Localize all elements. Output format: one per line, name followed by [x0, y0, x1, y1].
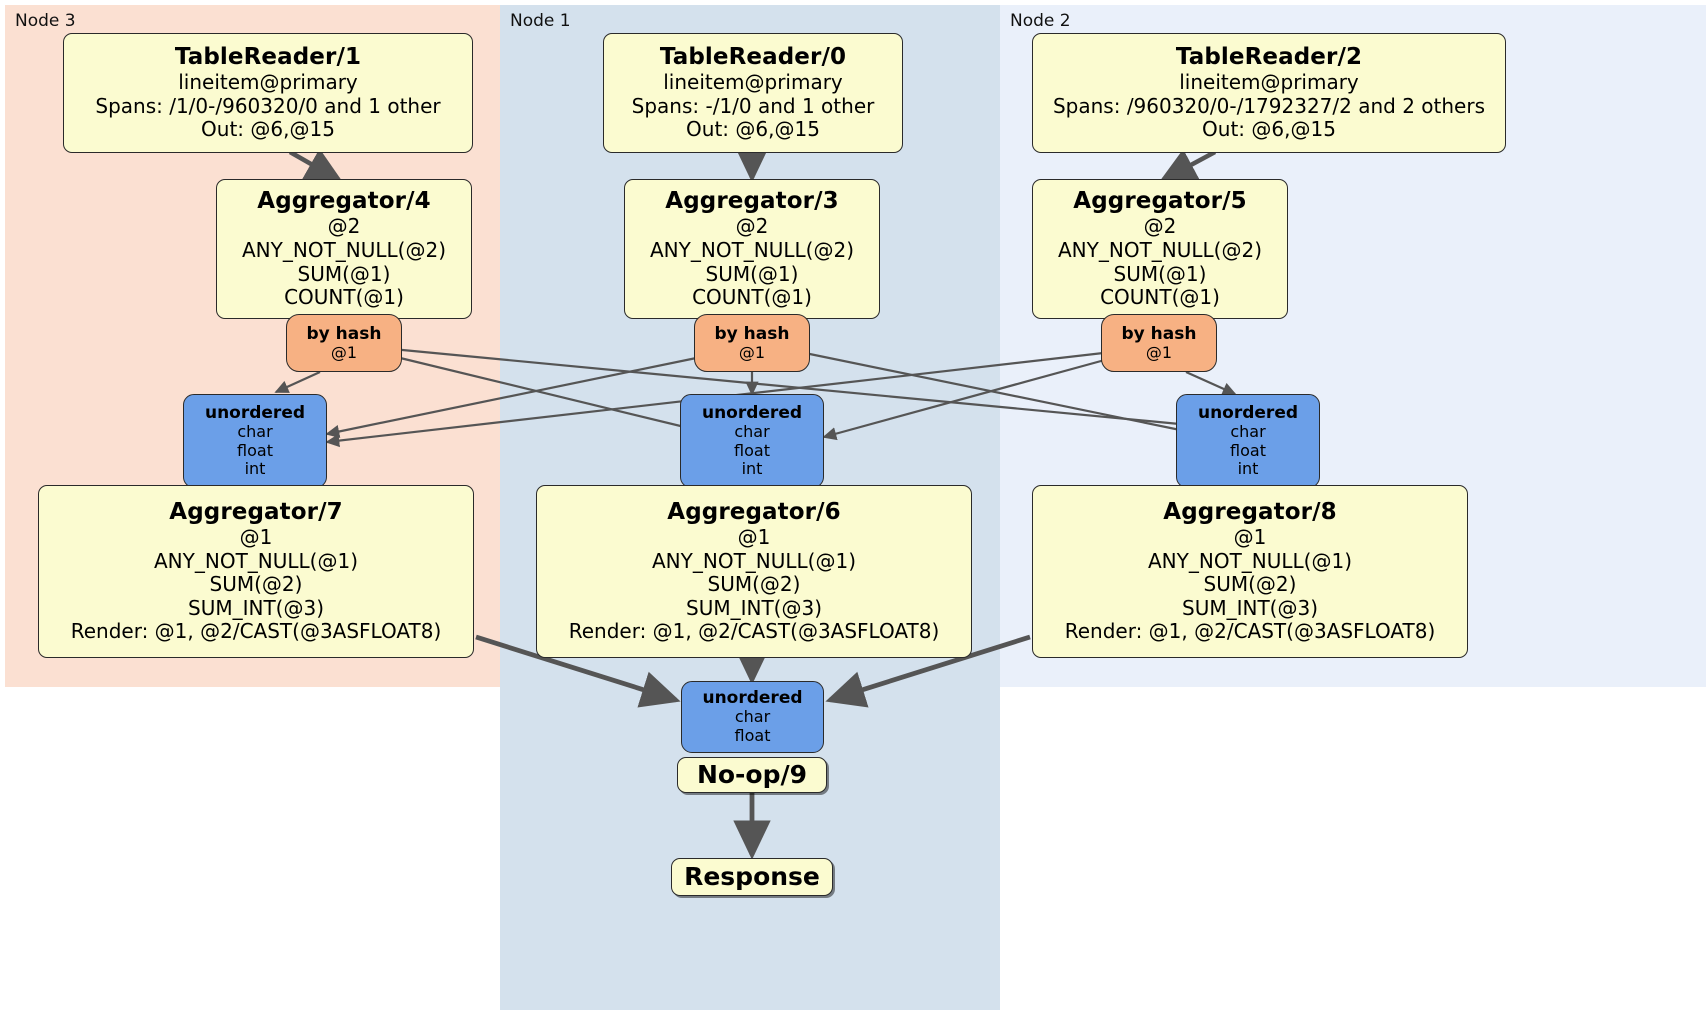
processor-groupcols: @2 — [327, 214, 361, 239]
processor-aggfunc: SUM(@1) — [1113, 261, 1207, 286]
processor-render: Render: @1, @2/CAST(@3ASFLOAT8) — [1064, 619, 1436, 644]
processor-title: Aggregator/4 — [257, 188, 431, 215]
processor-spans: Spans: /1/0-/960320/0 and 1 other — [95, 93, 441, 118]
router-title: unordered — [702, 688, 803, 709]
router-title: unordered — [1197, 402, 1299, 423]
router-unordered-right[interactable]: unordered char float int — [1176, 394, 1320, 488]
processor-out: Out: @6,@15 — [201, 117, 335, 142]
processor-aggfunc: ANY_NOT_NULL(@2) — [650, 237, 854, 262]
router-type: float — [734, 726, 771, 746]
processor-title: TableReader/0 — [659, 44, 847, 71]
processor-aggfunc: ANY_NOT_NULL(@1) — [1148, 548, 1352, 573]
processor-title: Aggregator/5 — [1073, 188, 1247, 215]
processor-aggfunc: ANY_NOT_NULL(@2) — [242, 237, 446, 262]
router-title: by hash — [714, 323, 790, 344]
processor-title: Aggregator/8 — [1163, 498, 1337, 525]
router-type: char — [734, 707, 771, 727]
processor-groupcols: @2 — [1143, 214, 1177, 239]
router-by-hash-center[interactable]: by hash @1 — [694, 314, 810, 372]
processor-tablereader-2[interactable]: TableReader/2 lineitem@primary Spans: /9… — [1032, 33, 1506, 153]
processor-response[interactable]: Response — [671, 858, 833, 896]
processor-aggfunc: COUNT(@1) — [692, 285, 812, 310]
router-type: char — [734, 421, 770, 441]
processor-aggfunc: SUM_INT(@3) — [188, 595, 324, 620]
router-type: int — [741, 459, 763, 479]
processor-aggregator-3[interactable]: Aggregator/3 @2 ANY_NOT_NULL(@2) SUM(@1)… — [624, 179, 880, 319]
processor-aggregator-5[interactable]: Aggregator/5 @2 ANY_NOT_NULL(@2) SUM(@1)… — [1032, 179, 1288, 319]
router-type: int — [1237, 459, 1259, 479]
router-unordered-final[interactable]: unordered char float — [681, 681, 824, 753]
processor-title: TableReader/2 — [1175, 44, 1363, 71]
router-title: unordered — [204, 402, 306, 423]
processor-out: Out: @6,@15 — [1202, 117, 1336, 142]
router-type: float — [1230, 440, 1266, 460]
processor-aggfunc: SUM_INT(@3) — [1182, 595, 1318, 620]
processor-aggregator-7[interactable]: Aggregator/7 @1 ANY_NOT_NULL(@1) SUM(@2)… — [38, 485, 474, 658]
processor-aggregator-4[interactable]: Aggregator/4 @2 ANY_NOT_NULL(@2) SUM(@1)… — [216, 179, 472, 319]
router-type: char — [237, 421, 273, 441]
router-type: int — [244, 459, 266, 479]
node-panel-label-node1: Node 1 — [510, 11, 571, 31]
processor-aggfunc: SUM(@2) — [707, 572, 801, 597]
router-unordered-center[interactable]: unordered char float int — [680, 394, 824, 488]
processor-aggfunc: SUM(@1) — [297, 261, 391, 286]
processor-aggfunc: SUM(@2) — [1203, 572, 1297, 597]
processor-aggfunc: ANY_NOT_NULL(@1) — [154, 548, 358, 573]
processor-render: Render: @1, @2/CAST(@3ASFLOAT8) — [568, 619, 940, 644]
processor-title: Aggregator/6 — [667, 498, 841, 525]
processor-tablereader-1[interactable]: TableReader/1 lineitem@primary Spans: /1… — [63, 33, 473, 153]
processor-aggfunc: SUM(@1) — [705, 261, 799, 286]
router-title: by hash — [1121, 323, 1197, 344]
processor-spans: Spans: -/1/0 and 1 other — [631, 93, 875, 118]
router-column: @1 — [738, 342, 766, 362]
processor-aggfunc: SUM_INT(@3) — [686, 595, 822, 620]
processor-title: TableReader/1 — [174, 44, 362, 71]
processor-table: lineitem@primary — [663, 70, 843, 95]
router-title: unordered — [701, 402, 803, 423]
processor-title: Response — [684, 862, 820, 892]
node-panel-label-node3: Node 3 — [15, 11, 76, 31]
processor-groupcols: @1 — [1233, 525, 1267, 550]
processor-title: Aggregator/7 — [169, 498, 343, 525]
processor-aggfunc: COUNT(@1) — [1100, 285, 1220, 310]
processor-aggfunc: ANY_NOT_NULL(@2) — [1058, 237, 1262, 262]
router-column: @1 — [330, 342, 358, 362]
processor-table: lineitem@primary — [1179, 70, 1359, 95]
router-by-hash-left[interactable]: by hash @1 — [286, 314, 402, 372]
router-title: by hash — [306, 323, 382, 344]
processor-out: Out: @6,@15 — [686, 117, 820, 142]
processor-aggfunc: ANY_NOT_NULL(@1) — [652, 548, 856, 573]
processor-render: Render: @1, @2/CAST(@3ASFLOAT8) — [70, 619, 442, 644]
processor-tablereader-0[interactable]: TableReader/0 lineitem@primary Spans: -/… — [603, 33, 903, 153]
processor-groupcols: @1 — [239, 525, 273, 550]
node-panel-label-node2: Node 2 — [1010, 11, 1071, 31]
processor-groupcols: @1 — [737, 525, 771, 550]
processor-table: lineitem@primary — [178, 70, 358, 95]
router-unordered-left[interactable]: unordered char float int — [183, 394, 327, 488]
processor-noop-9[interactable]: No-op/9 — [677, 757, 827, 793]
processor-aggfunc: SUM(@2) — [209, 572, 303, 597]
processor-aggregator-6[interactable]: Aggregator/6 @1 ANY_NOT_NULL(@1) SUM(@2)… — [536, 485, 972, 658]
processor-groupcols: @2 — [735, 214, 769, 239]
router-type: float — [734, 440, 770, 460]
router-column: @1 — [1145, 342, 1173, 362]
router-type: char — [1230, 421, 1266, 441]
processor-title: Aggregator/3 — [665, 188, 839, 215]
processor-aggfunc: COUNT(@1) — [284, 285, 404, 310]
router-type: float — [237, 440, 273, 460]
router-by-hash-right[interactable]: by hash @1 — [1101, 314, 1217, 372]
processor-aggregator-8[interactable]: Aggregator/8 @1 ANY_NOT_NULL(@1) SUM(@2)… — [1032, 485, 1468, 658]
processor-title: No-op/9 — [696, 760, 808, 790]
processor-spans: Spans: /960320/0-/1792327/2 and 2 others — [1052, 93, 1485, 118]
